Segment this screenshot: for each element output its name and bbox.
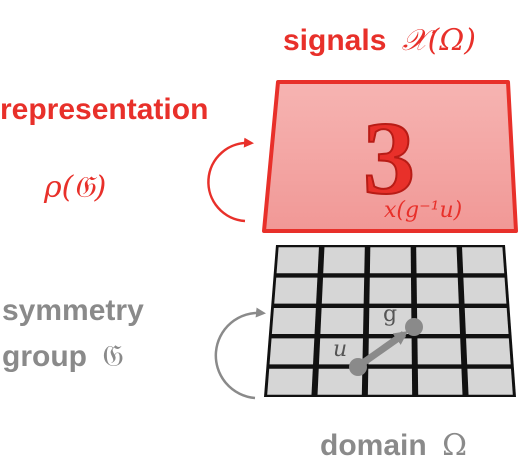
group-label: group 𝔊	[2, 339, 124, 374]
signals-label: signals 𝒳(Ω)	[283, 23, 476, 58]
group-symbol: 𝔊	[102, 339, 123, 374]
grid-cell	[464, 307, 509, 335]
grid-cell	[466, 338, 511, 365]
signals-word: signals	[283, 24, 386, 57]
symmetry-word: symmetry	[2, 294, 144, 327]
point-g	[405, 318, 423, 336]
grid-cell	[320, 307, 364, 335]
signals-symbol: 𝒳(Ω)	[402, 23, 476, 58]
grid-cell	[267, 368, 313, 395]
grid-cell	[369, 247, 411, 274]
grid-cell	[417, 307, 461, 335]
group-word: group	[2, 340, 87, 373]
grid-cell	[317, 368, 363, 395]
digit-three: 3	[363, 101, 415, 216]
grid-cell	[416, 247, 458, 274]
grid-cell	[274, 277, 318, 304]
representation-word: representation	[0, 93, 208, 126]
domain-label: domain Ω	[320, 428, 467, 463]
grid-cell	[367, 368, 413, 395]
grid-cell	[369, 277, 412, 304]
point-u	[349, 358, 367, 376]
symmetry-arrow-icon	[214, 307, 266, 400]
point-u-label: u	[333, 337, 347, 362]
grid-cell	[417, 368, 463, 395]
domain-grid	[264, 245, 516, 397]
domain-symbol: Ω	[442, 428, 467, 463]
grid-cell	[416, 277, 459, 304]
point-g-label: g	[383, 302, 397, 327]
representation-symbol: ρ(𝔊)	[43, 170, 106, 205]
grid-cell	[417, 338, 462, 365]
transformed-signal-label: x(g⁻¹u)	[384, 198, 462, 223]
grid-cell	[368, 307, 412, 335]
grid-cell	[271, 307, 316, 335]
grid-cell	[462, 247, 505, 274]
signal-plane	[262, 80, 518, 233]
domain-word: domain	[320, 429, 427, 462]
grid-cell	[269, 338, 315, 365]
representation-arrow-icon	[207, 137, 254, 223]
grid-cell	[318, 338, 363, 365]
grid-cell	[276, 247, 319, 274]
grid-cell	[463, 277, 507, 304]
group-action-arrow-icon	[357, 331, 409, 368]
grid-cell	[323, 247, 365, 274]
grid-cell	[321, 277, 365, 304]
grid-cell	[467, 368, 513, 395]
